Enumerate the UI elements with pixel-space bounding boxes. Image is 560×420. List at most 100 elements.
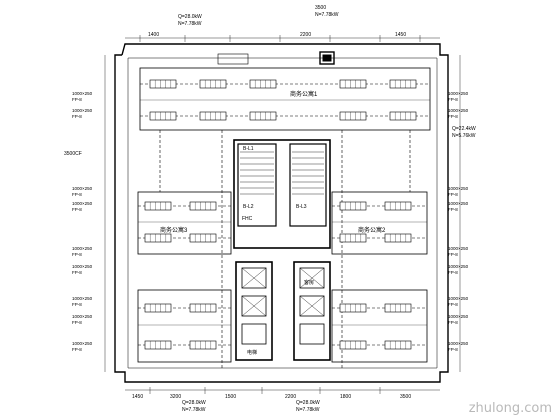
- bottom-load: Q=28.0kW: [182, 400, 206, 406]
- side-tag-flow: FP-8: [72, 207, 82, 212]
- side-tag-flow: FP-8: [448, 207, 458, 212]
- room-labels: 商务公寓1 商务公寓3 商务公寓2: [160, 90, 386, 234]
- dim-top-2: 2200: [300, 32, 311, 38]
- side-tag-flow: FP-8: [72, 347, 82, 352]
- stair-label-1: B-L1: [243, 146, 254, 152]
- side-tag: 1000×250: [448, 186, 469, 191]
- side-tag-flow: FP-8: [72, 302, 82, 307]
- dim-bottom-3: 1500: [225, 394, 236, 400]
- fan-coil-unit: [384, 303, 412, 313]
- fan-coil-unit: [199, 79, 227, 89]
- fan-coil-units: [144, 79, 417, 350]
- fan-coil-unit: [199, 111, 227, 121]
- side-tag: 1000×250: [72, 91, 93, 96]
- side-tag-flow: FP-8: [448, 114, 458, 119]
- core-labels: B-L1 B-L2 B-L3 FHC 电梯 客房: [242, 146, 314, 356]
- right-load: Q=22.4kW: [452, 126, 476, 132]
- bottom-load-2: Q=28.0kW: [296, 400, 320, 406]
- fan-coil-unit: [339, 340, 367, 350]
- room-label-left: 商务公寓3: [160, 226, 188, 234]
- side-tag: 1000×250: [72, 296, 93, 301]
- fan-coil-unit: [189, 201, 217, 211]
- fan-coil-unit: [189, 233, 217, 243]
- room-partitions: [137, 67, 431, 363]
- fan-coil-unit: [249, 79, 277, 89]
- side-tag: 1000×250: [448, 246, 469, 251]
- grille-hatch: [150, 80, 411, 349]
- side-tag: 1000×250: [72, 108, 93, 113]
- side-tag-flow: FP-8: [448, 270, 458, 275]
- top-power: N=7.78kW: [178, 21, 202, 27]
- fan-coil-unit: [339, 79, 367, 89]
- fan-coil-unit: [389, 111, 417, 121]
- dim-top-3: 1450: [395, 32, 406, 38]
- dim-top-1: 1400: [148, 32, 159, 38]
- fan-coil-unit: [144, 340, 172, 350]
- fan-coil-unit: [189, 303, 217, 313]
- core-block: [233, 139, 331, 361]
- side-tag-flow: FP-8: [448, 192, 458, 197]
- fan-coil-unit: [339, 303, 367, 313]
- side-tag-flow: FP-8: [448, 252, 458, 257]
- side-tag-flow: FP-8: [72, 270, 82, 275]
- fan-coil-unit: [389, 79, 417, 89]
- room-label-top: 商务公寓1: [290, 90, 318, 98]
- side-tag-flow: FP-8: [448, 347, 458, 352]
- fan-coil-unit: [249, 111, 277, 121]
- fan-coil-unit: [144, 233, 172, 243]
- top-load: Q=28.0kW: [178, 14, 202, 20]
- side-tag-flow: FP-8: [72, 252, 82, 257]
- stair-label-3: B-L3: [296, 204, 307, 210]
- side-tag: 1000×250: [448, 314, 469, 319]
- fan-coil-unit: [144, 303, 172, 313]
- corridor-label: FHC: [242, 216, 253, 222]
- side-tag-flow: FP-8: [448, 302, 458, 307]
- dimension-lines-top: [104, 35, 461, 394]
- top-right-power: N=7.78kW: [315, 12, 339, 18]
- fan-coil-unit: [339, 233, 367, 243]
- left-cf: 3500CF: [64, 151, 82, 157]
- side-tag-flow: FP-8: [72, 320, 82, 325]
- stair-treads: [240, 151, 324, 195]
- dim-bottom-6: 3500: [400, 394, 411, 400]
- watermark: zhulong.com: [468, 401, 552, 416]
- fan-coil-unit: [149, 79, 177, 89]
- side-tag: 1000×250: [448, 264, 469, 269]
- side-tags: 1000×250FP-81000×250FP-81000×250FP-81000…: [72, 91, 469, 352]
- side-tag: 1000×250: [448, 108, 469, 113]
- fan-coil-unit: [384, 233, 412, 243]
- dimension-texts: 1400 2200 1450 1450 3200 1500 2200 1800 …: [132, 32, 411, 400]
- top-right-cf: 3500: [315, 5, 326, 11]
- side-tag: 1000×250: [72, 341, 93, 346]
- fan-coil-unit: [384, 201, 412, 211]
- dim-bottom-1: 1450: [132, 394, 143, 400]
- side-tag-flow: FP-8: [72, 97, 82, 102]
- side-tag: 1000×250: [72, 201, 93, 206]
- fan-coil-unit: [339, 201, 367, 211]
- side-tag: 1000×250: [448, 296, 469, 301]
- elevator-label: 电梯: [247, 349, 257, 356]
- dim-bottom-4: 2200: [285, 394, 296, 400]
- stair-label-2: B-L2: [243, 204, 254, 210]
- side-tag: 1000×250: [72, 314, 93, 319]
- fan-coil-unit: [144, 201, 172, 211]
- side-tag: 1000×250: [72, 246, 93, 251]
- kitchen-label: 客房: [304, 279, 314, 286]
- side-tag: 1000×250: [448, 201, 469, 206]
- top-equipment: [217, 51, 335, 65]
- room-label-right: 商务公寓2: [358, 226, 386, 234]
- fan-coil-unit: [384, 340, 412, 350]
- fan-coil-unit: [339, 111, 367, 121]
- side-tag-flow: FP-8: [72, 114, 82, 119]
- dim-bottom-5: 1800: [340, 394, 351, 400]
- side-tag: 1000×250: [448, 341, 469, 346]
- side-tag-flow: FP-8: [448, 320, 458, 325]
- fan-coil-unit: [189, 340, 217, 350]
- top-load-labels: Q=28.0kW N=7.78kW 3500 N=7.78kW Q=28.0kW…: [64, 5, 476, 413]
- side-tag-flow: FP-8: [72, 192, 82, 197]
- bottom-power: N=7.78kW: [182, 407, 206, 413]
- fan-coil-unit: [149, 111, 177, 121]
- side-tag: 1000×250: [72, 186, 93, 191]
- dim-bottom-2: 3200: [170, 394, 181, 400]
